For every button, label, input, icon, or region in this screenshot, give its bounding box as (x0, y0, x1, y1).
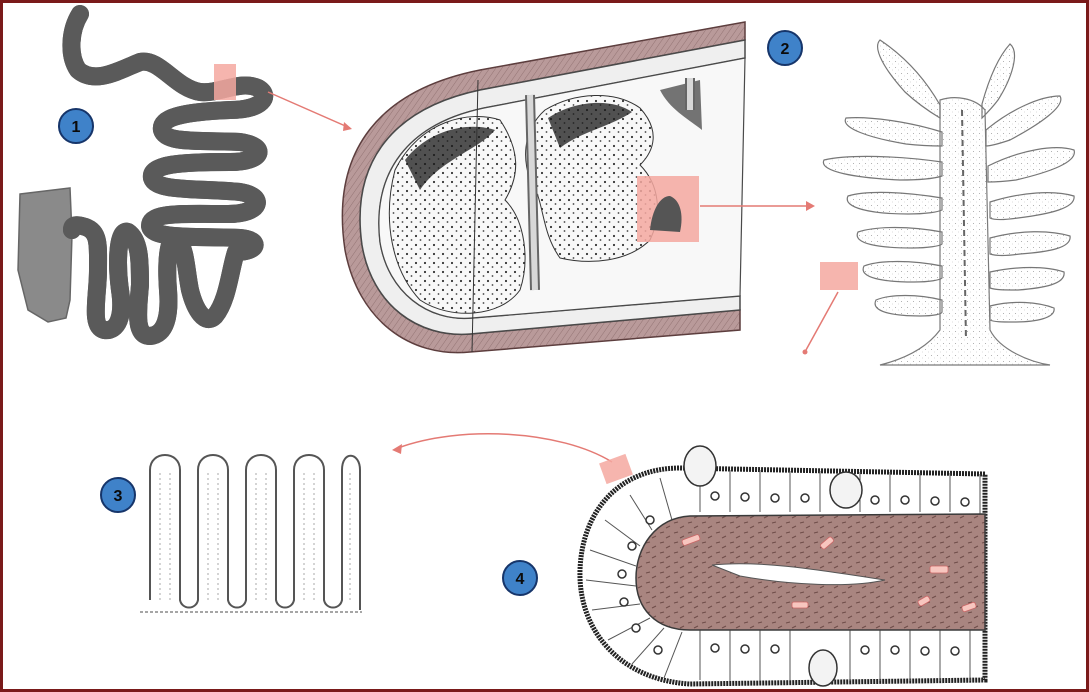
villi-cluster (803, 40, 1075, 365)
badge-3: 3 (101, 478, 135, 512)
badge-3-label: 3 (114, 488, 123, 505)
panel-1-small-intestine (18, 14, 352, 336)
goblet-cell-1 (684, 446, 716, 486)
pointer-arrow-1 (268, 92, 350, 128)
panel-2-intestine-section (342, 22, 815, 353)
pointer-arrow-4 (398, 434, 612, 462)
badge-2-label: 2 (781, 41, 790, 58)
badge-4: 4 (503, 561, 537, 595)
highlight-box-1 (214, 64, 236, 100)
pointer-arrow-3 (806, 292, 838, 350)
goblet-cell-3 (809, 650, 837, 686)
badge-1: 1 (59, 109, 93, 143)
panel-4-villus-detail (580, 446, 985, 686)
highlight-box-3 (820, 262, 858, 290)
panel-3-microvilli (140, 455, 362, 612)
stomach-shape (18, 188, 72, 322)
microvilli-outline (150, 455, 360, 610)
badge-2: 2 (768, 31, 802, 65)
badge-1-label: 1 (72, 119, 81, 136)
goblet-cell-2 (830, 472, 862, 508)
badge-4-label: 4 (516, 571, 525, 588)
